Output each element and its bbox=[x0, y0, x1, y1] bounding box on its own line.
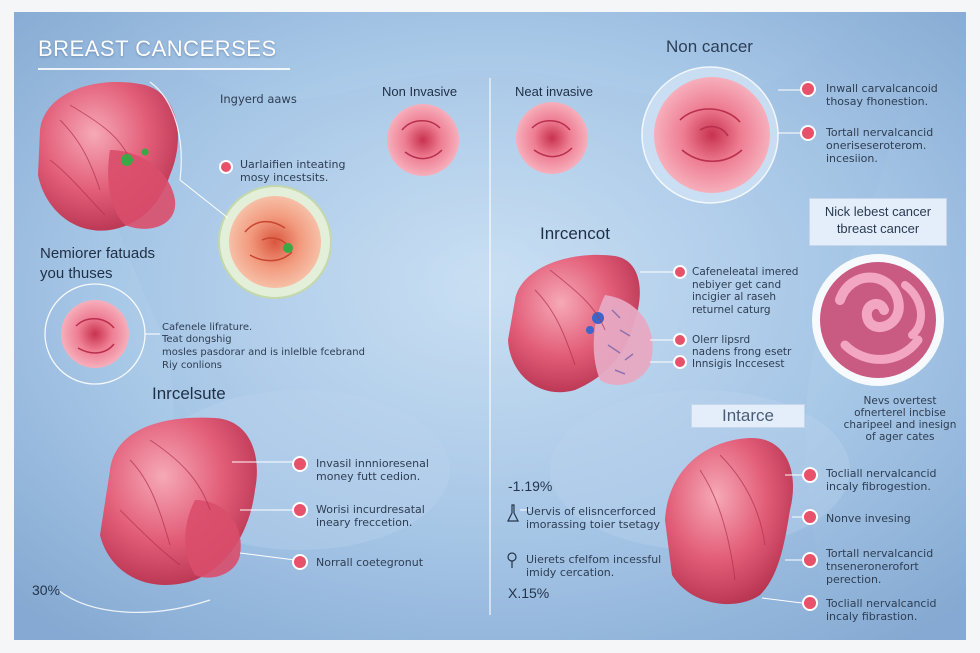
label-worisi: Worisi incurdresatal ineary freccetion. bbox=[316, 503, 425, 529]
breast-tissue-lower-left bbox=[100, 417, 257, 585]
tumor-non-invasive bbox=[387, 104, 459, 176]
label-uierets: Uierets cfelfom incessful imidy cercatio… bbox=[526, 553, 662, 579]
heading-non-cancer: Non cancer bbox=[666, 37, 753, 56]
breast-tissue-intarce bbox=[665, 437, 794, 605]
label-tortall: Tortall nervalcancid oneriseseroterom. i… bbox=[826, 126, 934, 165]
percent-15: X.15% bbox=[508, 585, 550, 601]
flask-icon bbox=[507, 504, 519, 522]
heading-intarce: Intarce bbox=[691, 404, 805, 428]
percent-30: 30% bbox=[32, 582, 61, 598]
page-title: BREAST CANCERSES bbox=[38, 36, 277, 61]
heading-inrcelsute: Inrcelsute bbox=[152, 384, 226, 403]
label-box-nick-lebest: Nick lebest cancer tbreast cancer bbox=[809, 198, 947, 246]
breast-tissue-inrcencot bbox=[508, 254, 653, 393]
label-tocliall-2: Tocliall nervalcancid incaly fibrastion. bbox=[826, 597, 937, 623]
label-olerr: Olerr lipsrd nadens frong esetr Innsigis… bbox=[692, 334, 792, 370]
tumor-non-cancer bbox=[641, 66, 779, 204]
label-tocliall-1: Tocliall nervalcancid incaly fibrogestio… bbox=[826, 467, 937, 493]
label-invasil: Invasil innnioresenal money futt cedion. bbox=[316, 457, 429, 483]
heading-neat-invasive: Neat invasive bbox=[515, 84, 594, 99]
title-underline bbox=[38, 68, 290, 70]
label-inwall: Inwall carvalcancoid thosay fhonestion. bbox=[826, 82, 938, 108]
label-ingyerd: Ingyerd aaws bbox=[220, 92, 297, 106]
heading-inrcencot: Inrcencot bbox=[540, 224, 610, 243]
percent-119: -1.19% bbox=[508, 478, 553, 494]
heading-non-invasive: Non Invasive bbox=[382, 84, 458, 99]
label-uervis: Uervis of elisncerforced imorassing toie… bbox=[526, 505, 660, 531]
breast-tissue-top-left bbox=[38, 82, 178, 231]
label-nonve: Nonve invesing bbox=[826, 512, 911, 525]
label-cafeneleatal: Cafeneleatal imered nebiyer get cand inc… bbox=[692, 266, 799, 316]
label-teat: Teat dongshig mosles pasdorar and is inl… bbox=[162, 334, 365, 371]
label-cafenele: Cafenele lifrature. bbox=[162, 322, 253, 333]
tumor-closeup-green bbox=[218, 185, 332, 299]
marker-dots-left bbox=[219, 160, 308, 570]
label-norrall: Norrall coetegronut bbox=[316, 556, 424, 569]
bulb-icon bbox=[507, 552, 517, 568]
label-uarlaifien: Uarlaifien inteating mosy incestsits. bbox=[240, 158, 346, 184]
marker-dots-right bbox=[673, 81, 818, 611]
heading-nemiorer: Nemiorer fatuads you thuses bbox=[40, 245, 156, 282]
tumor-neat-invasive bbox=[516, 102, 588, 174]
label-tortall-2: Tortall nervalcancid tnseneronerofort pe… bbox=[826, 547, 934, 586]
tissue-closeup-right bbox=[812, 254, 944, 386]
label-nevs: Nevs overtest ofnerterel incbise charipe… bbox=[843, 395, 957, 443]
